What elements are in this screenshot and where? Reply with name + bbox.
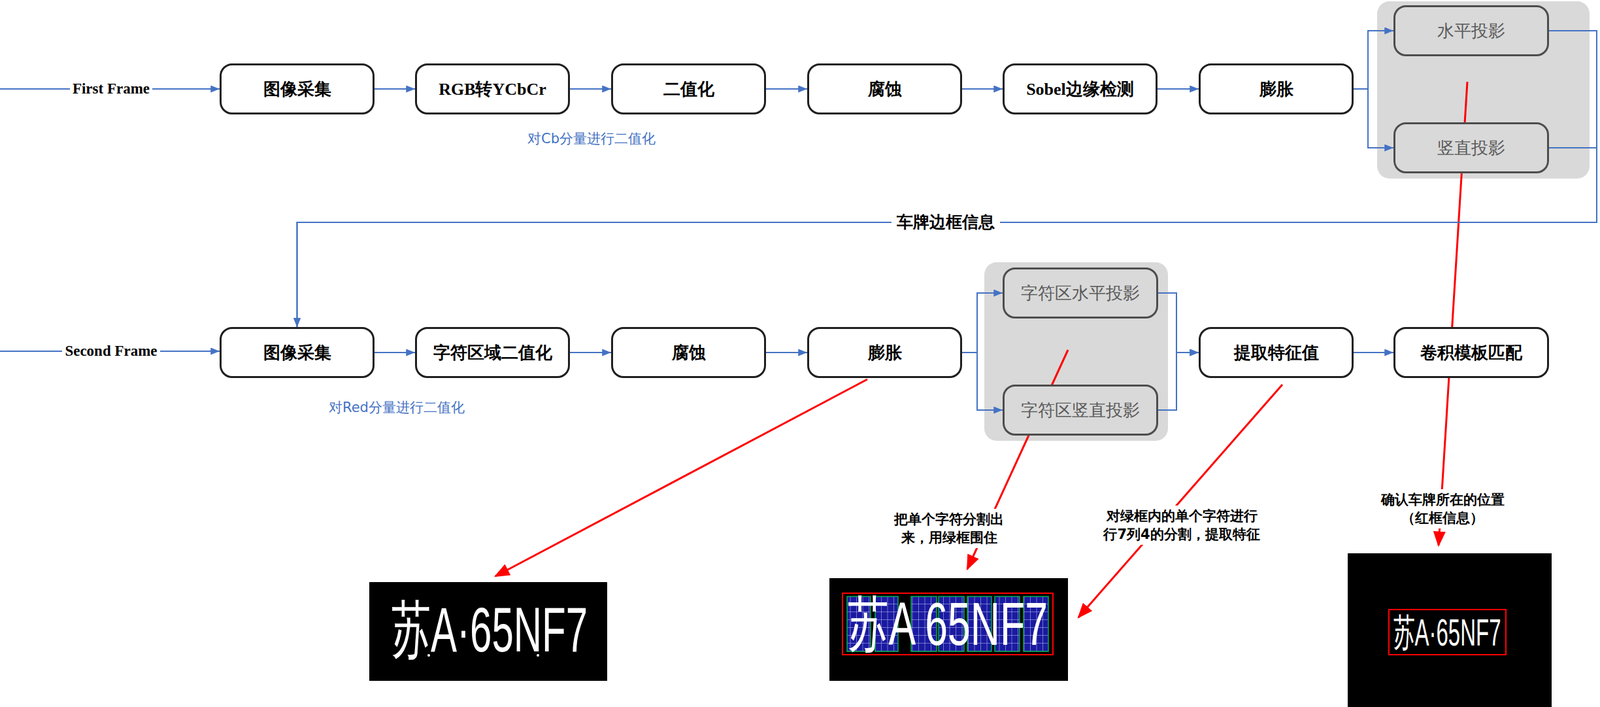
- flow-arrow: [297, 30, 1598, 327]
- flow-arrow: [297, 147, 1598, 327]
- box-label: Sobel边缘检测: [1026, 77, 1134, 101]
- plate-frame: [1388, 609, 1506, 655]
- flow-arrow: [1158, 352, 1199, 410]
- process-box: 图像采集: [219, 63, 375, 115]
- flow-arrow: [962, 352, 1003, 410]
- plate-frame: [842, 592, 1053, 655]
- plate-image: [829, 577, 1068, 681]
- edge-label: 车牌边框信息: [891, 211, 1000, 233]
- box-label: 膨胀: [867, 341, 902, 365]
- process-box: 字符区域二值化: [415, 326, 570, 378]
- process-box: 提取特征值: [1198, 326, 1354, 378]
- process-box: 膨胀: [1198, 63, 1354, 115]
- box-label: 字符区水平投影: [1020, 281, 1140, 305]
- box-label: 图像采集: [263, 77, 332, 101]
- flow-arrow: [374, 351, 416, 353]
- box-label: 卷积模板匹配: [1420, 341, 1523, 365]
- process-box: 腐蚀: [807, 63, 963, 115]
- box-label: 腐蚀: [867, 77, 902, 101]
- plate-text: 苏A·65NF7: [391, 598, 588, 661]
- process-box: 图像采集: [219, 326, 375, 378]
- flow-arrow: [569, 351, 612, 353]
- annotation: 把单个字符分割出 来，用绿框围住: [890, 508, 1008, 549]
- flow-arrow: [962, 88, 1003, 90]
- process-box: 腐蚀: [611, 326, 767, 378]
- projection-box: 字符区竖直投影: [1002, 384, 1159, 436]
- projection-box: 字符区水平投影: [1002, 267, 1159, 319]
- note-text: 对Cb分量进行二值化: [527, 130, 656, 148]
- flow-arrow: [1353, 88, 1394, 148]
- box-label: 提取特征值: [1233, 341, 1319, 365]
- plate-text: 苏A 65NF7: [847, 593, 1048, 654]
- flow-arrow: [766, 351, 808, 353]
- process-box: 膨胀: [807, 326, 963, 378]
- annotation: 确认车牌所在的位置 （红框信息）: [1377, 488, 1509, 529]
- process-box: 卷积模板匹配: [1393, 326, 1550, 378]
- box-label: 腐蚀: [671, 341, 706, 365]
- annotation: 对绿框内的单个字符进行 行7列4的分割，提取特征: [1099, 505, 1265, 546]
- process-box: Sobel边缘检测: [1002, 63, 1158, 115]
- box-label: RGB转YCbCr: [438, 77, 547, 101]
- box-label: 字符区域二值化: [433, 341, 553, 365]
- note-text: 对Red分量进行二值化: [328, 398, 465, 416]
- box-label: 水平投影: [1437, 19, 1506, 43]
- projection-box: 水平投影: [1393, 5, 1550, 57]
- box-label: 膨胀: [1259, 77, 1294, 101]
- flow-arrow: [569, 88, 612, 90]
- leader-arrow: [495, 379, 868, 576]
- flow-arrow: [1157, 88, 1199, 90]
- flow-arrow: [374, 88, 416, 90]
- plate-image: [369, 581, 608, 681]
- edge-image: [1347, 552, 1552, 707]
- flow-arrow: [962, 292, 1003, 353]
- process-box: 二值化: [611, 63, 767, 115]
- flow-arrow: [766, 88, 808, 90]
- flow-arrow: [1353, 351, 1394, 353]
- process-box: RGB转YCbCr: [415, 63, 570, 115]
- box-label: 二值化: [663, 77, 715, 101]
- flow-arrow: [1353, 30, 1394, 89]
- projection-box: 竖直投影: [1393, 122, 1550, 174]
- plate-text: 苏A·65NF7: [1392, 613, 1501, 651]
- box-label: 竖直投影: [1437, 136, 1506, 160]
- flow-arrow: [1158, 292, 1199, 353]
- box-label: 字符区竖直投影: [1020, 398, 1140, 422]
- box-label: 图像采集: [263, 341, 332, 365]
- input-label: Second Frame: [62, 341, 160, 361]
- group-panel: [984, 262, 1168, 441]
- input-label: First Frame: [69, 79, 153, 99]
- group-panel: [1377, 1, 1590, 179]
